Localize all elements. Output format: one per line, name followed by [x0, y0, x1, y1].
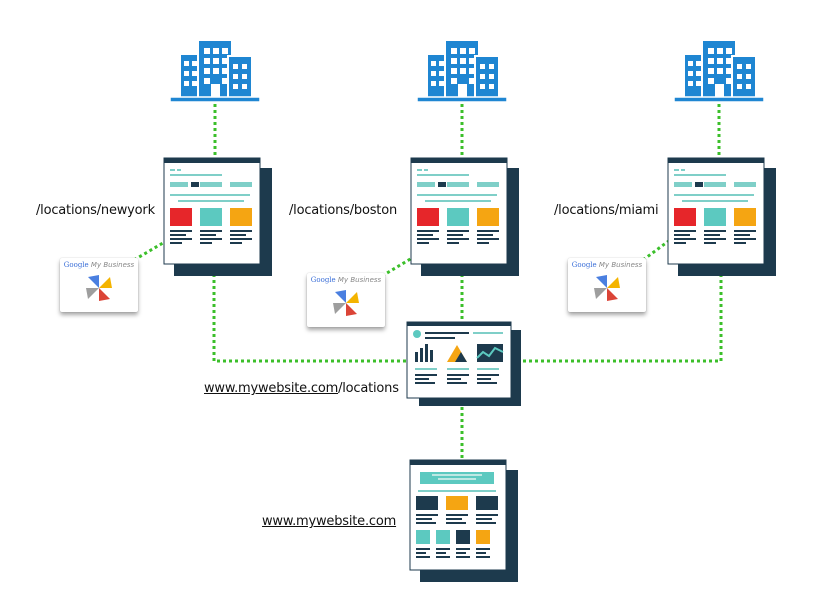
google-my-business-card-miami: Google My Business [568, 258, 646, 312]
label-boston: /locations/boston [289, 203, 397, 218]
home-url-domain: www.mywebsite.com [262, 514, 397, 529]
locations-url-domain: www.mywebsite.com [204, 381, 339, 396]
building-icon [169, 39, 261, 103]
google-my-business-icon [333, 290, 359, 316]
label-home-url: www.mywebsite.com [262, 514, 396, 529]
google-my-business-icon [86, 275, 112, 301]
locations-url-path: /locations [338, 381, 399, 396]
location-page-newyork [163, 157, 272, 276]
homepage-page [409, 459, 518, 582]
location-page-boston [410, 157, 519, 276]
building-icon [673, 39, 765, 103]
connector-newyork-hub [212, 268, 407, 363]
google-my-business-card-boston: Google My Business [307, 273, 385, 327]
google-my-business-card-newyork: Google My Business [60, 258, 138, 312]
building-icon [416, 39, 508, 103]
gmb-wordmark: Google My Business [571, 261, 643, 269]
label-miami: /locations/miami [554, 203, 659, 218]
gmb-wordmark: Google My Business [63, 261, 135, 269]
location-page-miami [667, 157, 776, 276]
locations-hub-page [406, 321, 521, 406]
label-locations-url: www.mywebsite.com/locations [204, 381, 399, 396]
label-newyork: /locations/newyork [36, 203, 155, 218]
google-my-business-icon [594, 275, 620, 301]
gmb-wordmark: Google My Business [310, 276, 382, 284]
connector-miami-hub [517, 268, 723, 363]
connector-gmb-newyork [133, 238, 169, 262]
